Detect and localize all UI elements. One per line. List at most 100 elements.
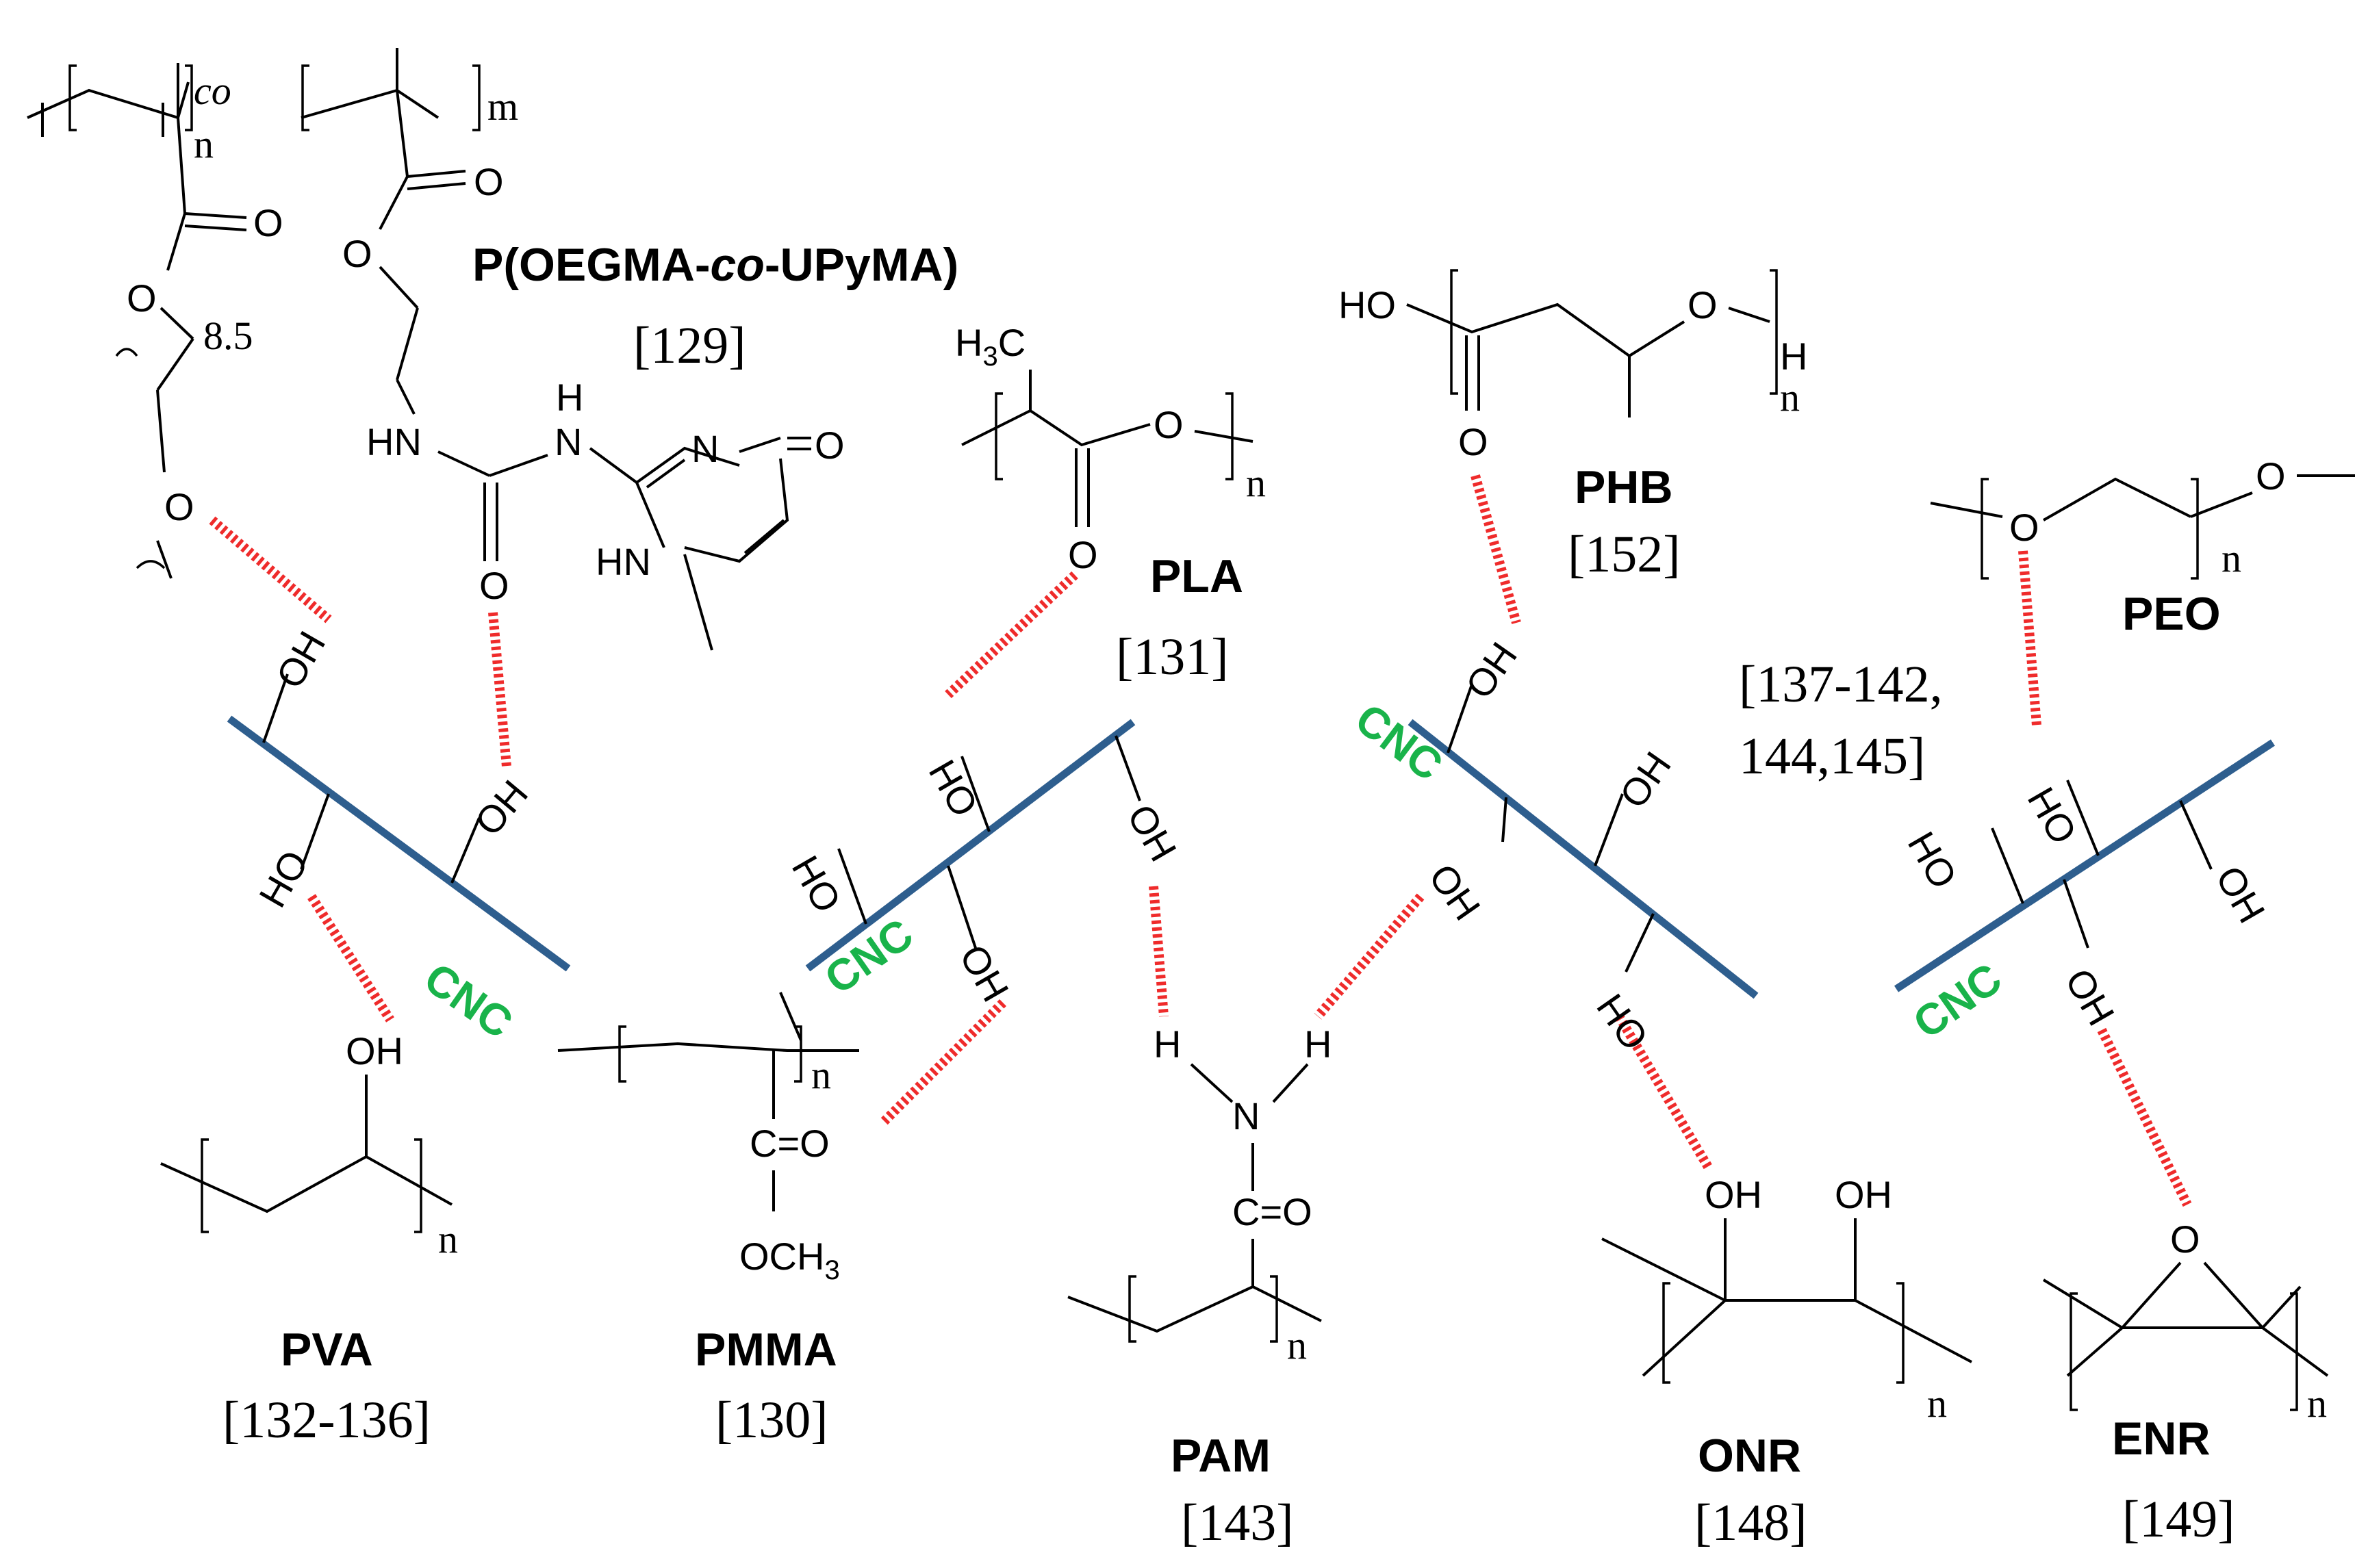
cnc-rod-1 — [227, 715, 571, 972]
atom-h-phb: H — [1780, 335, 1807, 378]
atom-co-pmma: C=O — [750, 1122, 830, 1165]
subscript-n-pla: n — [1246, 461, 1266, 505]
atom-oh-cnc4-d: OH — [2057, 962, 2124, 1033]
atom-n-pam: N — [1232, 1094, 1260, 1138]
hbond-pam-2 — [1314, 893, 1425, 1020]
atom-o-ester-l: O — [253, 201, 283, 244]
atom-oh-cnc1-c: OH — [466, 772, 536, 844]
atom-ho-cnc4-b: HO — [1900, 825, 1966, 896]
atom-ho-cnc4-a: HO — [2020, 780, 2086, 851]
atom-o-peo-end: O — [2256, 454, 2286, 498]
pla-ref: [131] — [1116, 628, 1229, 686]
atom-ho-cnc2-a: HO — [784, 849, 850, 920]
subscript-n-pmma: n — [811, 1053, 831, 1097]
cnc-label-1: CNC — [416, 953, 522, 1048]
atom-n-ring: N — [691, 427, 719, 470]
atom-o-enr: O — [2170, 1218, 2200, 1261]
atom-ho-cnc2-c: HO — [921, 753, 987, 824]
hbond-phb — [1471, 474, 1521, 624]
atom-n-urea: N — [555, 420, 582, 463]
atom-o-ester-r2: O — [342, 232, 372, 275]
subscript-n-onr: n — [1927, 1381, 1947, 1426]
atom-och3-pmma: OCH3 — [739, 1235, 840, 1285]
atom-h-pam-1: H — [1154, 1023, 1181, 1066]
atom-h-pam-2: H — [1304, 1023, 1332, 1066]
atom-oh-cnc3-b: OH — [1421, 856, 1489, 928]
hydrogen-bonds — [209, 474, 2192, 1207]
cnc-label-3: CNC — [1347, 694, 1452, 791]
atom-ho-cnc3-d: HO — [1588, 986, 1657, 1058]
cnc-rod-2 — [805, 719, 1136, 972]
pva-structure: OH n PVA [132-136] — [160, 1029, 458, 1449]
hbond-pva — [307, 894, 394, 1023]
hbond-pmma — [880, 999, 1006, 1126]
subscript-n-1: n — [194, 122, 214, 166]
onr-structure: OH OH n ONR [148] — [1601, 1173, 1972, 1552]
atom-oh-cnc3-c: OH — [1611, 744, 1679, 816]
phb-name: PHB — [1575, 461, 1673, 513]
pmma-name: PMMA — [695, 1324, 837, 1376]
peo-structure: O n O PEO [137-142, 144,145] HO HO OH OH — [1739, 454, 2355, 1033]
atom-h3c-pla: H3C — [955, 321, 1026, 372]
peo-name: PEO — [2122, 588, 2221, 640]
atom-o-pla-carbonyl: O — [1068, 533, 1098, 576]
pam-structure: H H N C=O n PAM [143] — [1067, 1023, 1332, 1552]
pam-name: PAM — [1171, 1430, 1271, 1482]
cnc-label-4: CNC — [1905, 953, 2011, 1049]
subscript-co: co — [194, 68, 231, 113]
atom-o-peo: O — [2009, 506, 2039, 549]
atom-o-pla: O — [1154, 403, 1184, 446]
atom-h-urea: H — [556, 376, 583, 419]
atom-o-ester-l2: O — [127, 277, 157, 320]
cnc-rod-3 — [1408, 719, 1759, 999]
pva-name: PVA — [281, 1324, 373, 1376]
atom-oh-onr-2: OH — [1835, 1173, 1892, 1216]
atom-oh-cnc4-c: OH — [2208, 859, 2274, 930]
atom-o-urea: O — [479, 564, 509, 607]
atom-hn-ring: HN — [596, 540, 651, 583]
hbond-onr — [1614, 1014, 1713, 1170]
pva-ref: [132-136] — [222, 1391, 431, 1449]
subscript-8-5: 8.5 — [203, 313, 253, 358]
atom-ho-phb: HO — [1338, 283, 1396, 326]
enr-name: ENR — [2112, 1413, 2211, 1465]
atom-o-phb-carbonyl: O — [1458, 420, 1488, 463]
atom-oh-onr-1: OH — [1705, 1173, 1762, 1216]
cnc-rods — [227, 715, 2276, 999]
subscript-m: m — [487, 84, 518, 129]
hbond-pla — [945, 571, 1078, 699]
phb-ref: [152] — [1568, 526, 1681, 583]
atom-oh-cnc2-b: OH — [952, 938, 1018, 1009]
poegma-co-upyma-structure: co n m O O 8.5 O O O HN O — [27, 48, 958, 914]
onr-name: ONR — [1698, 1430, 1801, 1482]
phb-structure: HO O H n O PHB [152] OH OH OH HO — [1338, 269, 1807, 1058]
peo-ref-line1: [137-142, — [1739, 656, 1943, 713]
subscript-n-pam: n — [1287, 1323, 1307, 1367]
enr-ref: [149] — [2122, 1491, 2235, 1548]
atom-o-phb: O — [1688, 283, 1718, 326]
pla-structure: H3C O n O PLA [131] — [955, 321, 1266, 686]
subscript-n-phb: n — [1780, 375, 1800, 420]
atom-hn: HN — [366, 420, 422, 463]
subscript-n-enr: n — [2307, 1381, 2327, 1426]
pam-ref: [143] — [1181, 1494, 1294, 1552]
cnc-rod-4 — [1894, 739, 2276, 992]
hbond-poegma-o-1 — [209, 516, 332, 624]
atom-co-pam: C=O — [1232, 1190, 1312, 1233]
subscript-n-pva: n — [438, 1217, 458, 1261]
pla-name: PLA — [1150, 550, 1243, 602]
enr-structure: O n ENR [149] — [2042, 1218, 2329, 1548]
atom-o-peg: O — [164, 485, 194, 528]
pmma-ref: [130] — [715, 1391, 828, 1449]
hbond-enr — [2097, 1027, 2192, 1207]
atom-oh-pva: OH — [346, 1029, 403, 1072]
subscript-n-peo: n — [2221, 536, 2241, 580]
poegma-ref: [129] — [633, 317, 746, 374]
atom-oh-cnc1-a: OH — [268, 624, 334, 695]
pmma-structure: n C=O OCH3 PMMA [130] HO OH HO OH — [557, 735, 1186, 1449]
hbond-peo — [2018, 550, 2041, 726]
onr-ref: [148] — [1694, 1494, 1807, 1552]
atom-oh-cnc2-d: OH — [1119, 797, 1186, 869]
atom-o-ring: O — [815, 424, 845, 467]
